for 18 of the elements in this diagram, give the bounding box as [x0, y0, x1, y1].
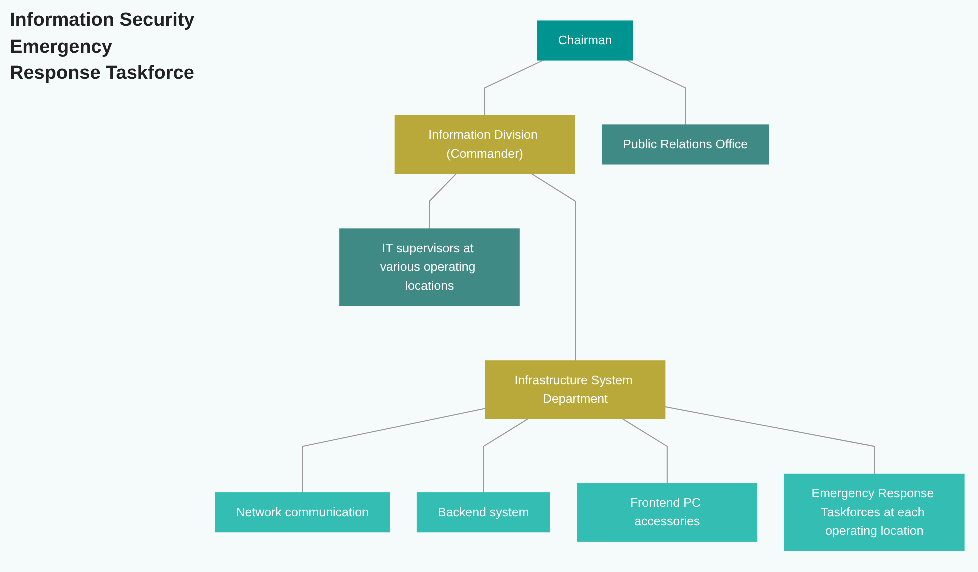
- connector-line: [302, 408, 486, 493]
- connector-line: [429, 173, 458, 229]
- connector-line: [484, 60, 544, 116]
- org-unit-box: Chairman: [537, 20, 634, 61]
- org-unit-box: Information Division (Commander): [394, 115, 576, 174]
- org-unit-box: Backend system: [416, 492, 550, 533]
- connector-line: [531, 173, 576, 361]
- org-unit-box: IT supervisors at various operating locations: [340, 228, 520, 306]
- org-unit-box: Public Relations Office: [602, 124, 770, 165]
- org-unit-box: Infrastructure System Department: [485, 360, 666, 420]
- org-unit-box: Emergency Response Taskforces at each operating location: [784, 474, 965, 552]
- org-unit-box: Network communication: [215, 492, 390, 533]
- org-unit-box: Frontend PC accessories: [577, 483, 758, 542]
- connector-line: [483, 418, 529, 493]
- connector-line: [622, 418, 668, 484]
- diagram-title: Information Security Emergency Response Taskforce: [10, 9, 196, 86]
- connector-line: [626, 60, 686, 126]
- connector-line: [665, 406, 876, 474]
